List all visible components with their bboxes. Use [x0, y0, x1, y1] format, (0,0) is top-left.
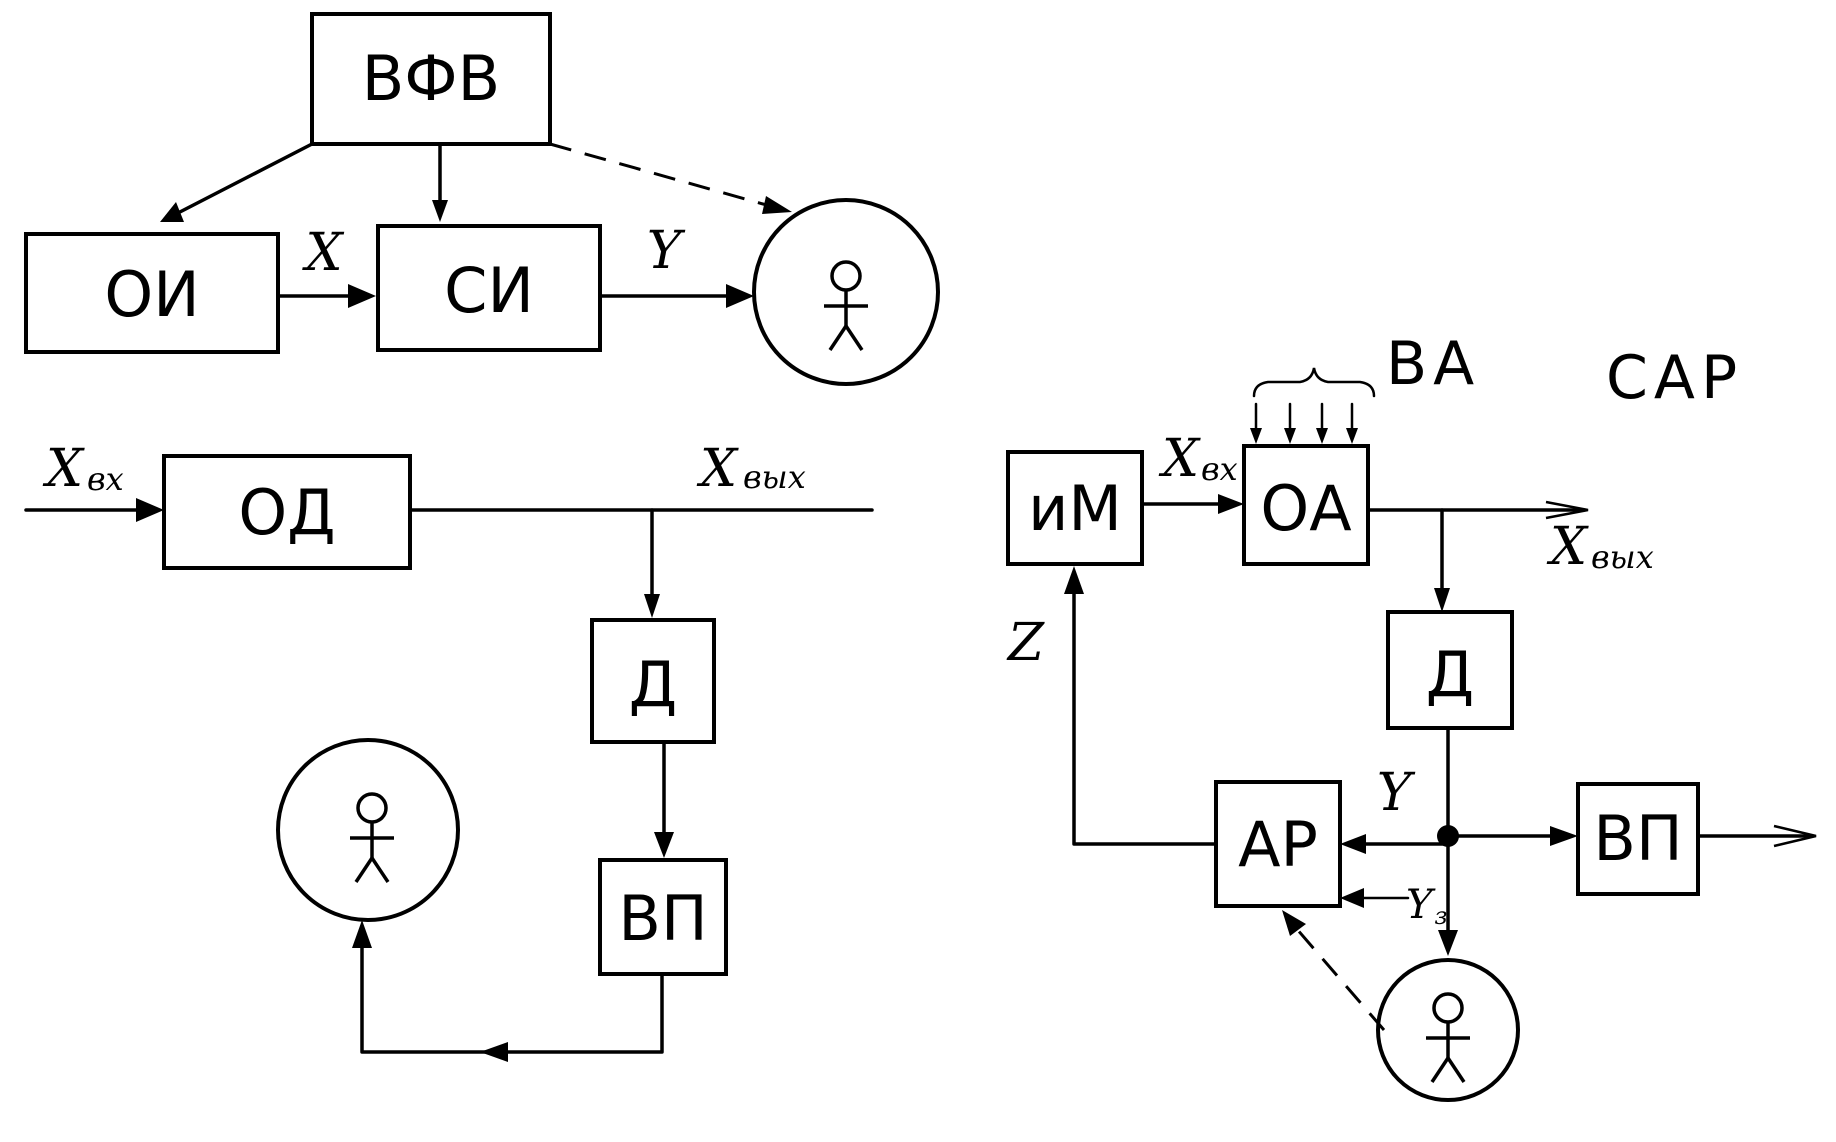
arrow-vp-to-observer [360, 942, 664, 1054]
signal-x-label: X [301, 223, 344, 283]
block-im-label: иМ [1028, 472, 1122, 545]
block-od-label: ОД [238, 476, 335, 549]
block-vp-2 [1576, 782, 1700, 896]
block-vp-label: ВП [618, 882, 707, 955]
block-si-label: СИ [444, 254, 534, 327]
block-si [376, 224, 602, 352]
signal-x-in-label-2: Xвх [1158, 429, 1238, 489]
signal-z-label: Z [1006, 613, 1045, 673]
arrow-vfv-to-oi [174, 142, 314, 216]
signal-y-label-2: Y [1377, 763, 1416, 823]
disturbance-brace [1252, 367, 1376, 398]
block-d-label: Д [629, 648, 677, 721]
signal-y-label: Y [647, 221, 686, 281]
block-d [590, 618, 716, 744]
signal-yz-label: Yз [1406, 882, 1448, 930]
arrow-vfv-to-observer-dashed [549, 142, 771, 208]
block-d-2-label: Д [1426, 638, 1474, 711]
block-d-2 [1386, 610, 1514, 730]
observer-circle-2 [276, 738, 460, 922]
disturbance-arrows [1250, 402, 1358, 444]
label-sap: САР [1606, 343, 1743, 413]
block-oa [1242, 444, 1370, 566]
block-ar-label: АР [1238, 808, 1318, 881]
label-va: ВА [1386, 329, 1480, 399]
arrow-observer-to-ar-dashed [1294, 927, 1386, 1031]
block-od [162, 454, 412, 570]
block-oi [24, 232, 280, 354]
block-vfv [310, 12, 552, 146]
block-oi-label: ОИ [104, 258, 199, 331]
diagram-measurement-scheme: ВФВ ОИ СИ X Y [24, 12, 940, 386]
block-im [1006, 450, 1144, 566]
block-vp-2-label: ВП [1593, 802, 1682, 875]
block-vfv-label: ВФВ [362, 42, 500, 115]
block-vp [598, 858, 728, 976]
block-oa-label: ОА [1260, 472, 1351, 545]
arrow-feedback-z [1072, 588, 1218, 846]
